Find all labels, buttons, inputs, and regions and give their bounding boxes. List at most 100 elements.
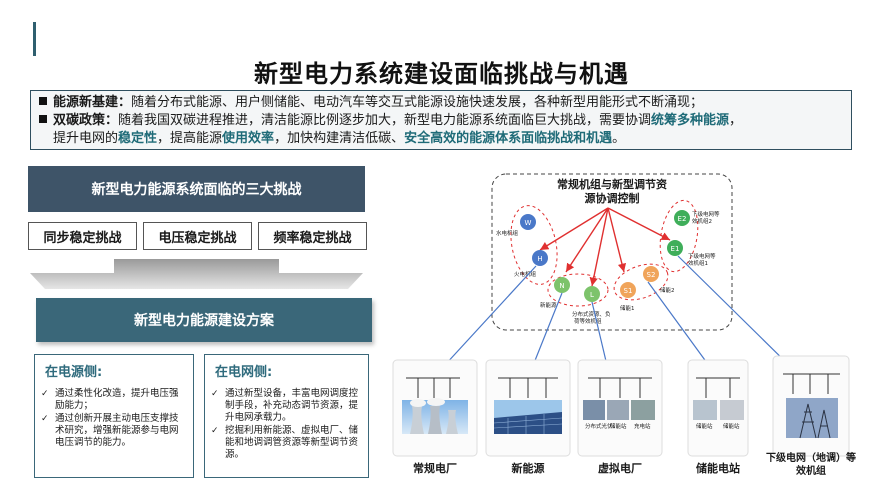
control-area-border [491,173,733,331]
intro-punct: 。 [612,131,626,146]
list-item: ✓ 通过新型设备，丰富电网调度控制手段，补充动态调节资源，提升电网承载力。 [211,388,362,424]
control-title-line: 常规机组与新型调节资 [557,178,667,191]
control-arrow [565,207,609,273]
node-key: H [537,255,542,263]
accent-bar [33,22,36,56]
check-icon: ✓ [211,426,219,436]
control-title: 常规机组与新型调节资 源协调控制 [546,178,678,206]
intro-highlight-stability: 稳定性 [118,131,158,146]
list-item-text: 通过新型设备，丰富电网调度控制手段，补充动态调节资源，提升电网承载力。 [225,388,359,423]
dispatch-arrow [432,265,537,379]
coordination-diagram: W H N L S1 S2 E1 E2 水电机组 火电机组 新能源 分布式资源、… [388,160,858,490]
source-side-box: 在电源侧: ✓ 通过柔性化改造，提升电压强励能力； ✓ 通过创新开展主动电压支撑技术… [34,354,194,478]
substation-image [786,398,838,439]
list-item: ✓挖掘利用新能源、虚拟电厂、储能和地调调管资源等新型调节资源。 [211,425,362,461]
intro-line-3: 提升电网的稳定性，提高能源使用效率，加快构建清洁低碳、安全高效的能源体系面临挑战… [39,130,843,148]
intro-highlight-energy: 统筹多种能源 [651,113,730,128]
node-thermal [532,250,548,266]
node-label: 效机组2 [692,217,712,225]
intro-text: ，加快构建清洁低碳、 [274,131,405,146]
storage-station-images [693,400,744,420]
diagram-canvas: W H N L S1 S2 E1 E2 水电机组 火电机组 新能源 分布式资源、… [392,173,850,457]
intro-text: ，提高能源 [157,131,223,146]
node-label: 效机组1 [688,259,708,267]
intro-text-carbon: 随着我国双碳进程推进，清洁能源比例逐步加大，新型电力能源系统面临巨大挑战，需要协… [118,113,652,128]
intro-highlight-efficiency: 使用效率 [222,131,275,146]
bullet-square-icon [39,97,47,105]
intro-highlight-system: 安全高效的能源体系面临挑战和机遇 [404,131,613,146]
node-key: E2 [678,215,687,223]
storage-sub-label: 储能站 [696,422,713,430]
station-card [687,359,749,457]
group-ellipse [547,273,609,307]
node-key: L [590,291,594,299]
intro-text-infra: 随着分布式能源、用户侧储能、电动汽车等交互式能源设施快速发展，各种新型用能形式不… [131,95,704,110]
intro-line-1: 能源新基建：随着分布式能源、用户侧储能、电动汽车等交互式能源设施快速发展，各种新… [39,94,843,112]
control-arrow [607,207,671,241]
solar-farm-image [493,400,563,434]
station-label-subgrid: 下级电网（地调）等效机组 [766,453,856,477]
node-label: 下级电网等 [692,210,720,218]
thermal-plant-image [402,398,468,434]
station-label-storage: 储能电站 [696,462,740,475]
intro-line-2: 双碳政策：随着我国双碳进程推进，清洁能源比例逐步加大，新型电力能源系统面临巨大挑… [39,112,843,130]
node-label: 储能2 [660,286,675,294]
node-key: W [525,219,532,227]
intro-punct: ， [729,113,743,128]
node-label: 下级电网等 [688,252,716,260]
source-side-title: 在电源侧: [45,365,103,380]
node-key: S1 [624,287,633,295]
node-hydro [520,214,536,230]
station-label-vpp: 虚拟电厂 [598,462,642,475]
vpp-sub-label: 充电站 [634,422,651,430]
station-label-renewable: 新能源 [511,462,545,475]
virtual-plant-images [583,400,655,420]
list-item: ✓ 通过柔性化改造，提升电压强励能力； [41,388,187,412]
list-item: ✓ 通过创新开展主动电压支撑技术研究，增强新能源参与电网电压调节的能力。 [41,413,187,449]
group-ellipse [659,199,699,273]
storage-sub-label: 储能站 [723,422,740,430]
challenge-voltage: 电压稳定挑战 [143,222,252,250]
control-arrow [539,207,609,251]
node-subgrid-2 [674,210,690,226]
challenge-frequency: 频率稳定挑战 [258,222,367,250]
intro-box: 能源新基建：随着分布式能源、用户侧储能、电动汽车等交互式能源设施快速发展，各种新… [30,90,852,150]
list-item-text: 通过创新开展主动电压支撑技术研究，增强新能源参与电网电压调节的能力。 [55,413,179,448]
group-ellipse [510,205,558,285]
intro-label-infra: 能源新基建： [53,95,132,110]
node-distributed [584,286,600,302]
check-icon: ✓ [41,389,49,399]
node-renewable [554,277,570,293]
grid-side-title: 在电网侧: [215,365,273,380]
dispatch-arrow [677,255,799,375]
intro-label-carbon: 双碳政策： [53,113,119,128]
node-label: 火电机组 [514,270,537,278]
control-title-line: 源协调控制 [584,192,640,205]
node-subgrid-1 [667,240,683,256]
grid-side-box: 在电网侧: ✓ 通过新型设备，丰富电网调度控制手段，补充动态调节资源，提升电网承载… [204,354,369,478]
check-icon: ✓ [211,389,219,399]
challenge-sync: 同步稳定挑战 [28,222,137,250]
node-key: N [559,282,564,290]
vpp-sub-label: 分布式光伏 [585,422,613,430]
node-label: 储能1 [620,304,635,312]
page-title: 新型电力系统建设面临挑战与机遇 [254,60,629,88]
plan-header: 新型电力能源建设方案 [36,298,372,342]
list-item-text: 通过柔性化改造，提升电压强励能力； [55,388,179,411]
vpp-sub-label: 储能站 [610,422,627,430]
node-label: 分布式资源、负 [572,310,611,318]
node-storage-2 [643,266,659,282]
group-ellipse [613,263,669,301]
station-label-thermal: 常规电厂 [413,462,457,475]
check-icon: ✓ [41,414,49,424]
node-label: 荷等效机组 [574,317,602,325]
down-arrow-shape [30,259,363,289]
node-key: S2 [647,271,656,279]
node-storage-1 [620,282,636,298]
bullet-square-icon [39,115,47,123]
control-arrow [589,207,609,287]
node-label: 水电机组 [496,229,519,237]
control-arrow [607,207,627,273]
challenges-header: 新型电力能源系统面临的三大挑战 [28,166,365,212]
node-key: E1 [671,245,680,253]
